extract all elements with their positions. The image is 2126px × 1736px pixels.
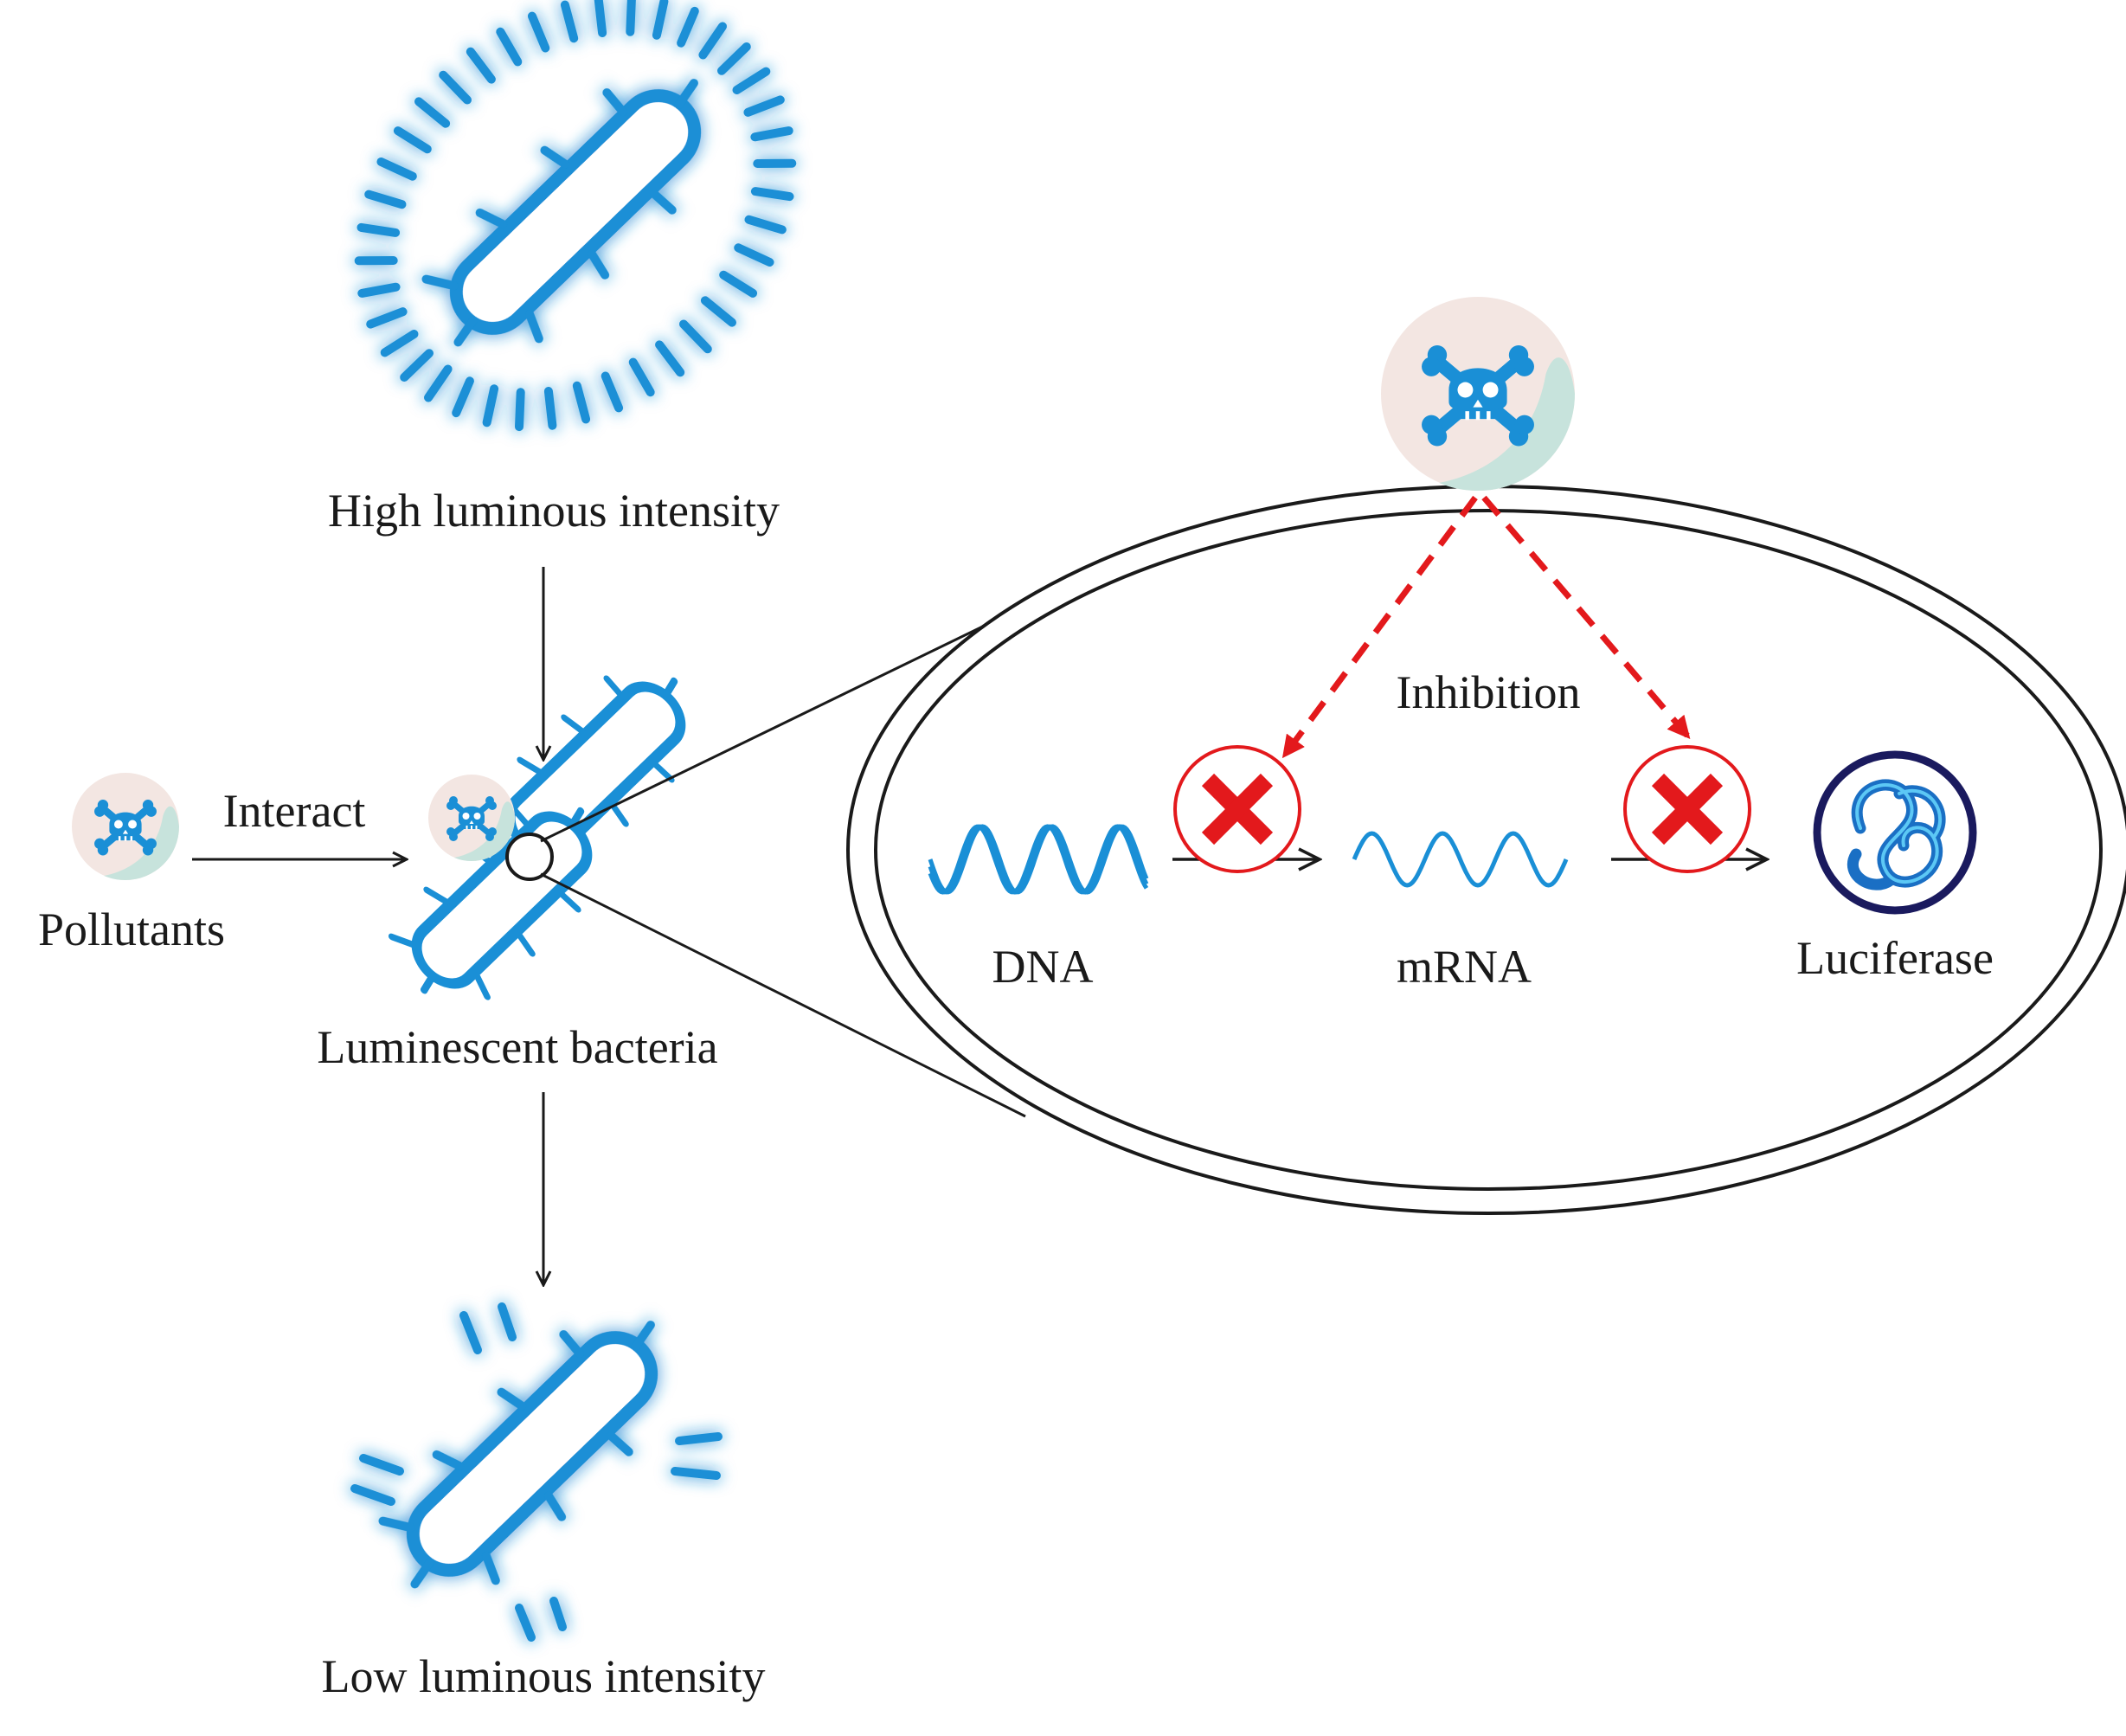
inhibition-arrow-left	[1281, 495, 1478, 759]
luciferase-protein-icon	[1813, 750, 1977, 915]
interact-label: Interact	[223, 785, 366, 837]
light-ray	[594, 0, 607, 37]
light-ray	[572, 381, 591, 424]
light-ray	[515, 388, 525, 432]
mrna-label: mRNA	[1397, 941, 1532, 993]
dna-strand	[928, 824, 1149, 895]
zoom-line-top	[540, 604, 1026, 843]
pollutant-badge	[72, 773, 179, 881]
light-ray	[357, 282, 401, 298]
light-ray	[626, 0, 636, 36]
light-ray	[439, 70, 472, 105]
low-intensity-label: Low luminous intensity	[322, 1650, 766, 1702]
x-mark-icon	[1175, 747, 1300, 871]
light-ray	[652, 0, 669, 40]
inhibition-label: Inhibition	[1397, 666, 1581, 718]
light-ray	[732, 67, 771, 94]
zoom-focus-circle	[505, 833, 554, 881]
light-ray	[717, 42, 751, 75]
light-ray	[677, 6, 699, 48]
light-ray	[452, 376, 474, 418]
bacterium-icon	[361, 1285, 703, 1623]
cell-inner-membrane	[874, 509, 2103, 1191]
dna-strand	[928, 824, 1149, 895]
zoom-line-bottom	[540, 872, 1026, 1118]
light-ray	[366, 307, 408, 329]
light-ray	[466, 47, 496, 84]
light-ray	[543, 387, 557, 430]
light-ray	[482, 384, 499, 428]
high-intensity-bacterium	[354, 0, 797, 432]
light-ray	[393, 126, 432, 154]
luminescent-bacterium	[376, 645, 723, 1025]
light-ray	[496, 27, 523, 67]
cell-magnified	[846, 485, 2126, 1215]
light-ray	[679, 319, 712, 354]
pollutant-badge	[1381, 297, 1575, 492]
bacteria-label: Luminescent bacteria	[317, 1021, 717, 1073]
light-ray	[743, 95, 785, 117]
light-ray	[698, 22, 727, 60]
light-ray	[700, 296, 736, 327]
high-intensity-label: High luminous intensity	[328, 485, 780, 537]
light-ray	[424, 364, 453, 402]
light-rays	[350, 1302, 723, 1642]
light-ray	[364, 190, 407, 209]
light-ray	[719, 270, 758, 298]
light-ray	[380, 330, 419, 357]
light-ray	[734, 243, 774, 267]
light-rays	[354, 0, 797, 432]
light-ray	[601, 371, 624, 413]
light-ray	[527, 11, 550, 53]
light-ray	[628, 357, 655, 397]
dna-label: DNA	[992, 941, 1094, 993]
light-ray	[744, 215, 787, 235]
light-ray	[750, 187, 794, 202]
low-intensity-bacterium	[350, 1285, 723, 1642]
pollutants-label: Pollutants	[38, 903, 225, 955]
mrna-wave-icon	[1352, 831, 1569, 888]
light-ray	[750, 126, 793, 142]
light-ray	[400, 349, 434, 382]
light-ray	[414, 97, 451, 128]
dna-helix-icon	[928, 824, 1149, 895]
light-ray	[655, 340, 685, 377]
light-ray	[356, 222, 401, 237]
light-ray	[376, 158, 417, 181]
pollutant-badge	[428, 775, 515, 862]
light-ray	[560, 0, 579, 43]
luciferase-label: Luciferase	[1796, 932, 1994, 984]
inhibition-arrow-right	[1481, 495, 1691, 739]
x-mark-icon	[1625, 747, 1750, 871]
